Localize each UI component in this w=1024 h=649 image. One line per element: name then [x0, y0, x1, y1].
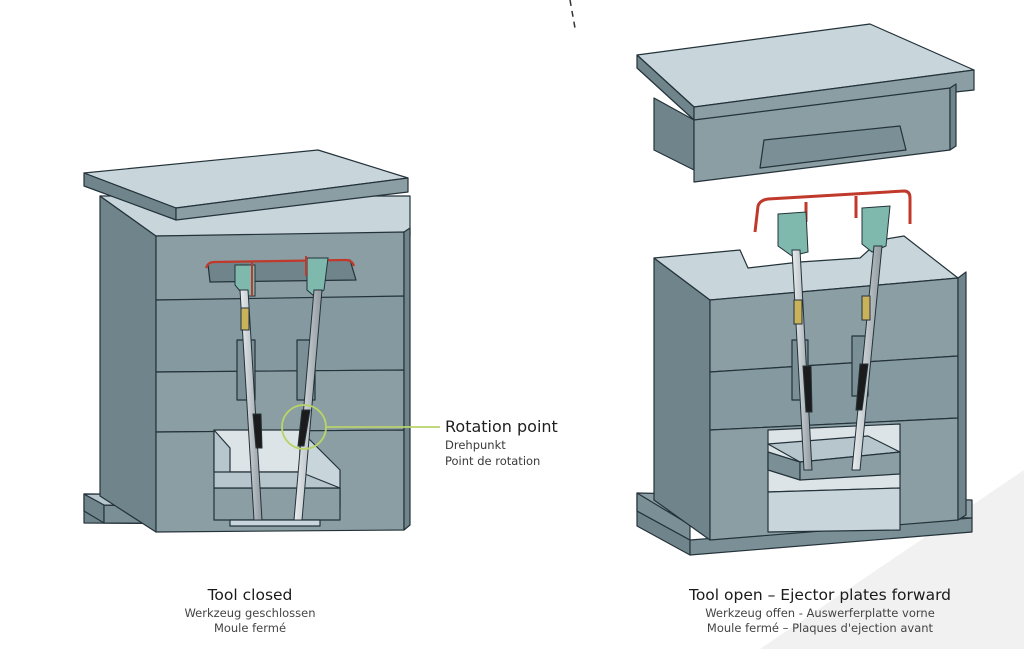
caption-left-title: Tool closed: [207, 586, 293, 604]
lifters-open: [777, 205, 891, 471]
callout-title: Rotation point: [445, 417, 558, 436]
caption-tool-open: Tool open – Ejector plates forward Werkz…: [640, 586, 1000, 636]
caption-right-title: Tool open – Ejector plates forward: [688, 586, 952, 604]
caption-right-fr: Moule fermé – Plaques d'ejection avant: [706, 621, 934, 636]
callout-line-de: Drehpunkt: [445, 438, 506, 453]
rotation-point-marker-icon: [281, 404, 440, 450]
caption-left-fr: Moule fermé: [213, 621, 287, 636]
rotation-point-callout: Rotation point Drehpunkt Point de rotati…: [445, 417, 558, 469]
caption-tool-closed: Tool closed Werkzeug geschlossen Moule f…: [130, 586, 370, 636]
dashed-connector: [569, 0, 576, 29]
tool-open-top-half: [636, 23, 975, 183]
callout-line-fr: Point de rotation: [445, 453, 541, 468]
caption-left-de: Werkzeug geschlossen: [184, 605, 316, 620]
caption-right-de: Werkzeug offen - Auswerferplatte vorne: [705, 605, 935, 620]
